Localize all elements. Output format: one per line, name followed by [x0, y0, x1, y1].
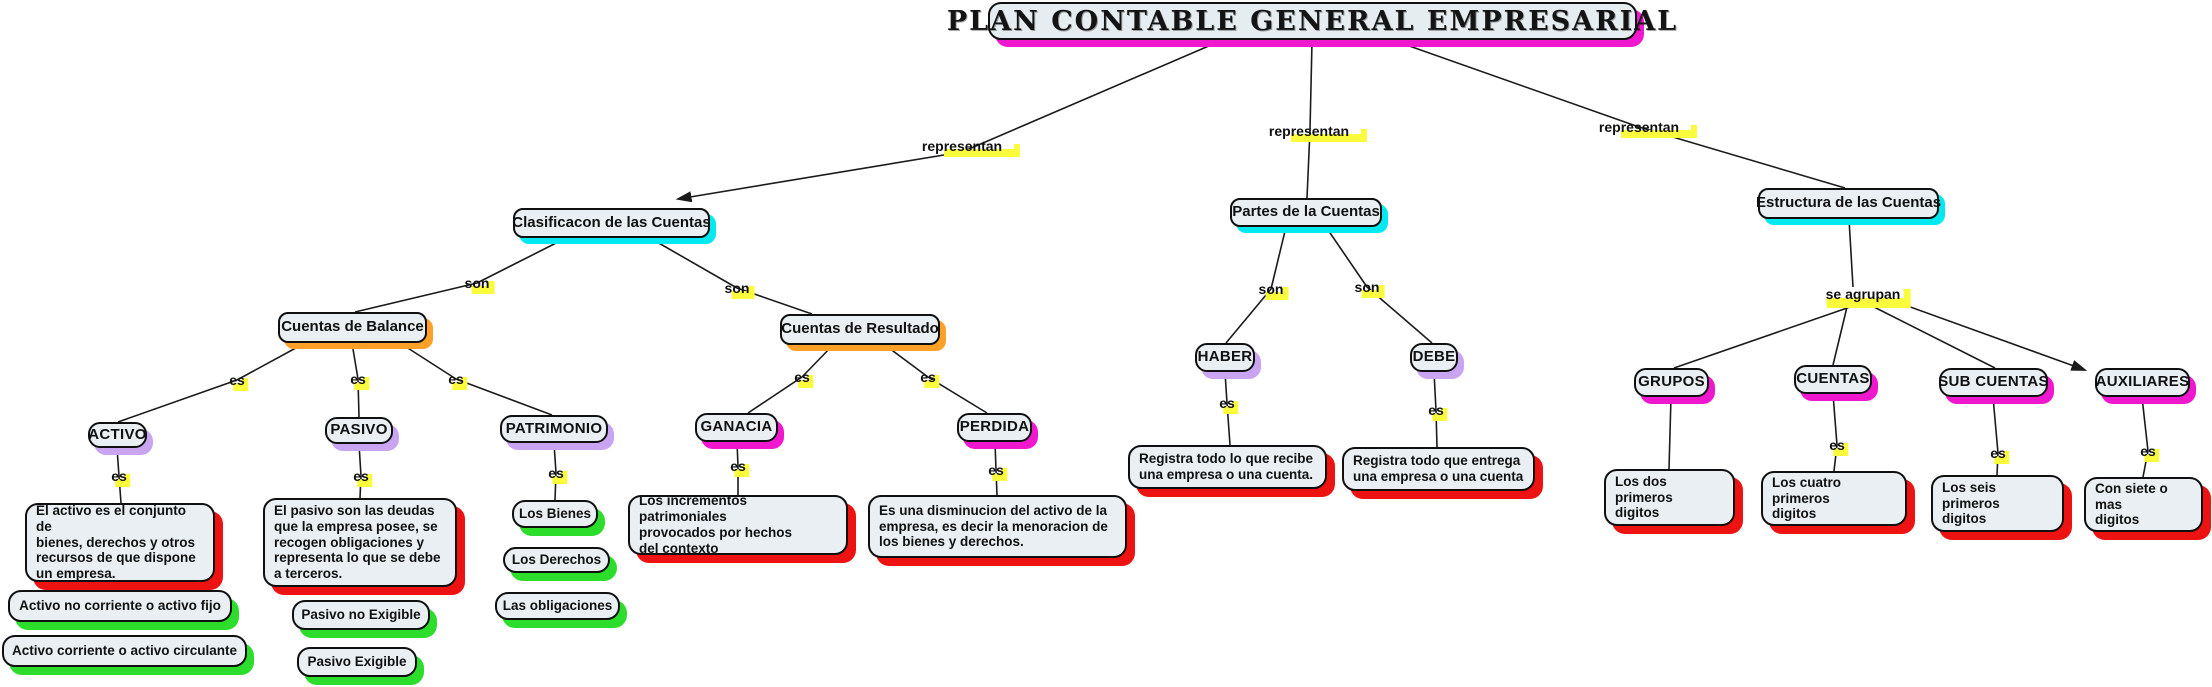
- node-desc-auxiliares[interactable]: Con siete o mas digitos: [2084, 477, 2203, 532]
- node-cuentas[interactable]: CUENTAS: [1794, 365, 1872, 394]
- link-label-es-perdida[interactable]: es: [988, 462, 1007, 481]
- link-label-es-pasivo[interactable]: es: [353, 468, 372, 487]
- node-leaf-bienes[interactable]: Los Bienes: [512, 500, 598, 528]
- link-label-es-patrimonio[interactable]: es: [548, 465, 567, 484]
- node-leaf-activo-circulante[interactable]: Activo corriente o activo circulante: [2, 635, 247, 667]
- node-desc-haber[interactable]: Registra todo lo que recibe una empresa …: [1128, 445, 1327, 489]
- node-grupos[interactable]: GRUPOS: [1634, 368, 1709, 397]
- link-label-es-balance-pasivo[interactable]: es: [350, 371, 369, 390]
- node-partes[interactable]: Partes de la Cuentas: [1230, 198, 1382, 227]
- link-label-es-resultado-perdida[interactable]: es: [920, 369, 939, 388]
- link-label-son-balance[interactable]: son: [464, 275, 495, 294]
- node-auxiliares[interactable]: AUXILIARES: [2095, 368, 2190, 397]
- link-label-es-ganacia[interactable]: es: [730, 458, 749, 477]
- edge-title-partes: [1306, 41, 1313, 199]
- page-title[interactable]: PLAN CONTABLE GENERAL EMPRESARIAL: [947, 2, 1676, 40]
- node-balance[interactable]: Cuentas de Balance: [278, 312, 427, 343]
- node-desc-grupos[interactable]: Los dos primeros digitos: [1604, 469, 1735, 526]
- edge-auxiliares-desc: [2141, 396, 2149, 478]
- node-desc-perdida[interactable]: Es una disminucion del activo de la empr…: [868, 495, 1127, 558]
- edge-title-estructura: [1397, 41, 1846, 189]
- link-label-son-resultado[interactable]: son: [724, 280, 755, 299]
- link-label-es-balance-patrimonio[interactable]: es: [448, 371, 467, 390]
- edge-grupos-desc: [1668, 396, 1672, 470]
- node-ganacia[interactable]: GANACIA: [695, 413, 778, 442]
- edge-balance-pasivo: [351, 342, 360, 418]
- node-desc-activo[interactable]: El activo es el conjunto de bienes, dere…: [25, 503, 215, 582]
- link-label-es-balance-activo[interactable]: es: [229, 372, 248, 391]
- node-leaf-pasivo-no-exigible[interactable]: Pasivo no Exigible: [292, 600, 430, 630]
- node-leaf-derechos[interactable]: Los Derechos: [503, 547, 610, 573]
- edge-partes-debe: [1325, 226, 1433, 344]
- node-leaf-obligaciones[interactable]: Las obligaciones: [495, 592, 620, 620]
- edge-balance-activo: [117, 342, 306, 423]
- node-leaf-activo-fijo[interactable]: Activo no corriente o activo fijo: [8, 590, 232, 622]
- edge-agrupan-cuentas: [1832, 306, 1848, 366]
- node-perdida[interactable]: PERDIDA: [957, 413, 1032, 442]
- edge-balance-patrimonio: [399, 342, 553, 416]
- node-desc-ganacia[interactable]: Los incrementos patrimoniales provocados…: [628, 493, 848, 556]
- link-label-es-debe[interactable]: es: [1428, 402, 1447, 421]
- edge-clasificacion-balance: [354, 237, 567, 313]
- edge-clasificacion-resultado: [649, 237, 813, 315]
- edge-patrimonio-bienes: [553, 442, 557, 501]
- node-debe[interactable]: DEBE: [1410, 343, 1458, 372]
- node-desc-cuentas[interactable]: Los cuatro primeros digitos: [1761, 471, 1907, 526]
- link-label-representan-3[interactable]: representan: [1598, 119, 1697, 138]
- node-leaf-pasivo-exigible[interactable]: Pasivo Exigible: [297, 647, 417, 677]
- edge-agrupan-subcuentas: [1871, 305, 1996, 369]
- edge-perdida-desc: [994, 441, 998, 496]
- edge-partes-haber: [1225, 226, 1287, 344]
- link-label-se-agrupan[interactable]: se agrupan: [1825, 286, 1911, 308]
- edge-resultado-perdida: [884, 344, 988, 414]
- edge-haber-desc: [1224, 371, 1231, 446]
- link-label-son-haber[interactable]: son: [1258, 281, 1289, 300]
- edge-agrupan-grupos: [1673, 306, 1851, 369]
- link-label-es-resultado-ganacia[interactable]: es: [794, 369, 813, 388]
- edge-resultado-ganacia: [747, 344, 834, 414]
- node-desc-subcuentas[interactable]: Los seis primeros digitos: [1931, 475, 2064, 532]
- node-haber[interactable]: HABER: [1195, 343, 1255, 372]
- link-label-es-auxiliares[interactable]: es: [2140, 443, 2159, 462]
- link-label-representan-1[interactable]: representan: [921, 138, 1020, 157]
- link-label-es-activo[interactable]: es: [111, 468, 130, 487]
- edge-debe-desc: [1433, 371, 1438, 448]
- node-pasivo[interactable]: PASIVO: [325, 417, 393, 444]
- node-activo[interactable]: ACTIVO: [88, 422, 147, 448]
- node-patrimonio[interactable]: PATRIMONIO: [500, 415, 608, 443]
- node-clasificacion[interactable]: Clasificacon de las Cuentas: [512, 208, 711, 238]
- node-desc-pasivo[interactable]: El pasivo son las deudas que la empresa …: [263, 498, 457, 587]
- edge-agrupan-auxiliares: [1901, 303, 2088, 371]
- node-desc-debe[interactable]: Registra todo que entrega una empresa o …: [1342, 447, 1535, 491]
- edge-subcuentas-desc: [1992, 396, 1999, 476]
- link-label-representan-2[interactable]: representan: [1268, 123, 1367, 142]
- node-subcuentas[interactable]: SUB CUENTAS: [1938, 368, 2048, 397]
- link-label-es-cuentas[interactable]: es: [1829, 437, 1848, 456]
- edge-pasivo-desc: [358, 443, 362, 499]
- edge-title-clasificacion: [675, 41, 1219, 203]
- edge-ganacia-desc: [736, 441, 739, 495]
- edge-estructura-agrupan: [1848, 218, 1854, 288]
- edge-activo-desc: [116, 447, 122, 504]
- link-label-es-subcuentas[interactable]: es: [1990, 445, 2009, 464]
- link-label-es-haber[interactable]: es: [1219, 395, 1238, 414]
- node-estructura[interactable]: Estructura de las Cuentas: [1756, 188, 1941, 219]
- node-resultado[interactable]: Cuentas de Resultado: [780, 314, 940, 345]
- edge-cuentas-desc: [1832, 393, 1838, 472]
- link-label-son-debe[interactable]: son: [1354, 279, 1385, 298]
